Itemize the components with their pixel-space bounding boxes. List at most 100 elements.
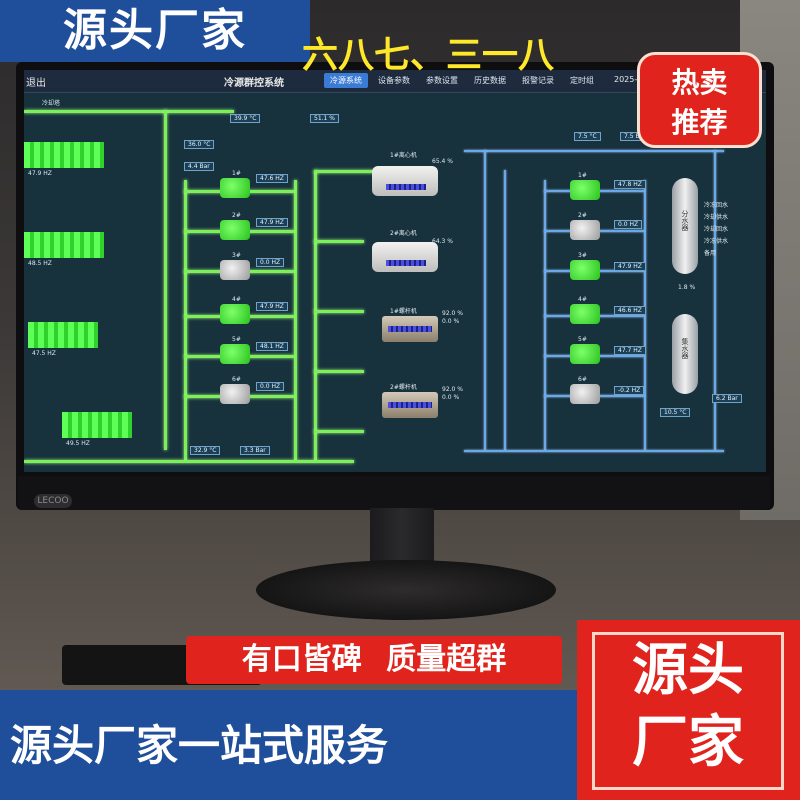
tower-hz: 47.5 HZ bbox=[32, 350, 56, 357]
chilled-pump-2[interactable] bbox=[570, 220, 600, 240]
hmi-top-bar: 退出 冷源群控系统 冷源系统 设备参数 参数设置 历史数据 报警记录 定时组 2… bbox=[24, 70, 766, 93]
tab-param-settings[interactable]: 参数设置 bbox=[426, 76, 458, 85]
chiller-load: 0.0 % bbox=[442, 394, 460, 401]
chilled-temp-value: 7.5 °C bbox=[574, 132, 601, 141]
exit-button[interactable]: 退出 bbox=[26, 78, 46, 89]
pump-name: 1# bbox=[232, 170, 241, 177]
hot-sale-badge: 热卖 推荐 bbox=[637, 52, 762, 148]
tab-cooling-system[interactable]: 冷源系统 bbox=[324, 73, 368, 88]
cooling-pump-4[interactable] bbox=[220, 304, 250, 324]
pump-name: 6# bbox=[578, 376, 587, 383]
tab-schedule[interactable]: 定时组 bbox=[570, 76, 594, 85]
pipe-cooling bbox=[164, 110, 167, 450]
pump-name: 2# bbox=[578, 212, 587, 219]
chiller-load: 64.3 % bbox=[432, 238, 453, 245]
legend-item: 冷却回水 bbox=[704, 226, 729, 233]
pipe-chilled bbox=[504, 170, 506, 450]
pump-name: 4# bbox=[232, 296, 241, 303]
tower-hz: 47.9 HZ bbox=[28, 170, 52, 177]
promo-yellow-text: 六八七、三一八 bbox=[302, 35, 555, 76]
chilled-pump-5[interactable] bbox=[570, 344, 600, 364]
hmi-title: 冷源群控系统 bbox=[224, 78, 284, 89]
pump-hz: 0.0 HZ bbox=[256, 258, 285, 267]
badge-line-1: 热卖 bbox=[671, 66, 728, 99]
pump-name: 3# bbox=[232, 252, 241, 259]
screw-chiller-2[interactable] bbox=[382, 392, 438, 418]
chilled-pump-1[interactable] bbox=[570, 180, 600, 200]
brand-block-text: 源头 厂家 bbox=[592, 632, 784, 790]
pump-hz: 48.1 HZ bbox=[256, 342, 288, 351]
water-divider-tank[interactable] bbox=[672, 178, 698, 274]
tab-device-params[interactable]: 设备参数 bbox=[378, 76, 410, 85]
hmi-screen: 退出 冷源群控系统 冷源系统 设备参数 参数设置 历史数据 报警记录 定时组 2… bbox=[24, 70, 766, 472]
cooling-tower[interactable] bbox=[62, 412, 132, 438]
cooling-pump-5[interactable] bbox=[220, 344, 250, 364]
pump-hz: 47.7 HZ bbox=[614, 346, 646, 355]
pipe-chilled bbox=[464, 150, 724, 152]
chilled-pump-4[interactable] bbox=[570, 304, 600, 324]
tank-label: 集水器 bbox=[681, 338, 689, 359]
water-collector-tank[interactable] bbox=[672, 314, 698, 394]
bottom-temp-value: 32.9 °C bbox=[190, 446, 221, 455]
cooling-pump-6[interactable] bbox=[220, 384, 250, 404]
brand-line-2: 厂家 bbox=[632, 710, 744, 775]
chiller-name: 1#离心机 bbox=[390, 152, 417, 159]
pump-hz: 47.9 HZ bbox=[256, 218, 288, 227]
pipe-chilled bbox=[644, 180, 646, 450]
legend-item: 冷冻供水 bbox=[704, 238, 729, 245]
pump-hz: 47.6 HZ bbox=[256, 174, 288, 183]
cooling-pump-3[interactable] bbox=[220, 260, 250, 280]
cooling-tower[interactable] bbox=[28, 322, 98, 348]
cooling-tower[interactable] bbox=[24, 142, 104, 168]
centrifugal-chiller-1[interactable] bbox=[372, 166, 438, 196]
badge-line-2: 推荐 bbox=[671, 106, 728, 139]
chiller-name: 1#螺杆机 bbox=[390, 308, 417, 315]
chilled-pump-3[interactable] bbox=[570, 260, 600, 280]
pipe-cooling bbox=[24, 460, 354, 463]
chiller-load: 92.0 % bbox=[442, 386, 463, 393]
tank-percent: 1.8 % bbox=[678, 284, 696, 291]
pipe-chilled bbox=[714, 150, 716, 450]
tab-alarms[interactable]: 报警记录 bbox=[522, 76, 554, 85]
chiller-load: 92.0 % bbox=[442, 310, 463, 317]
cooling-pump-1[interactable] bbox=[220, 178, 250, 198]
legend-item: 冷冻回水 bbox=[704, 202, 729, 209]
hmi-time: 2025- bbox=[614, 75, 638, 84]
tab-history[interactable]: 历史数据 bbox=[474, 76, 506, 85]
pipe-cooling bbox=[294, 180, 297, 460]
pipe-cooling bbox=[314, 430, 364, 433]
hmi-tabs: 冷源系统 设备参数 参数设置 历史数据 报警记录 定时组 bbox=[324, 73, 600, 88]
cooling-tower[interactable] bbox=[24, 232, 104, 258]
pump-name: 5# bbox=[232, 336, 241, 343]
legend-item: 备用 bbox=[704, 250, 717, 257]
centrifugal-chiller-2[interactable] bbox=[372, 242, 438, 272]
right-bottom-temp: 10.5 °C bbox=[660, 408, 691, 417]
pipe-cooling bbox=[314, 170, 317, 460]
pump-name: 1# bbox=[578, 172, 587, 179]
chiller-load: 0.0 % bbox=[442, 318, 460, 325]
pipe-chilled bbox=[464, 450, 724, 452]
monitor-stand bbox=[370, 508, 434, 570]
slogan-banner: 有口皆碑 质量超群 bbox=[186, 636, 562, 684]
bottom-banner-text: 源头厂家一站式服务 bbox=[10, 721, 389, 770]
top-humidity-value: 51.1 % bbox=[310, 114, 339, 123]
chilled-pump-6[interactable] bbox=[570, 384, 600, 404]
cooling-pump-2[interactable] bbox=[220, 220, 250, 240]
chiller-name: 2#螺杆机 bbox=[390, 384, 417, 391]
pump-name: 4# bbox=[578, 296, 587, 303]
pipe-chilled bbox=[484, 150, 486, 450]
pump-hz: 47.8 HZ bbox=[614, 180, 646, 189]
brand-block bbox=[577, 620, 800, 800]
chiller-name: 2#离心机 bbox=[390, 230, 417, 237]
promo-top-banner: 源头厂家 bbox=[0, 0, 310, 62]
pump-name: 3# bbox=[578, 252, 587, 259]
tank-label: 分水器 bbox=[681, 210, 689, 231]
pipe-cooling bbox=[24, 110, 234, 113]
pipe-cooling bbox=[184, 180, 187, 460]
screw-chiller-1[interactable] bbox=[382, 316, 438, 342]
top-temp-value: 39.9 °C bbox=[230, 114, 261, 123]
pump-hz: -0.2 HZ bbox=[614, 386, 645, 395]
pipe-cooling bbox=[314, 170, 374, 173]
monitor-bezel bbox=[18, 476, 770, 510]
cooling-tower-label: 冷却塔 bbox=[42, 100, 61, 107]
